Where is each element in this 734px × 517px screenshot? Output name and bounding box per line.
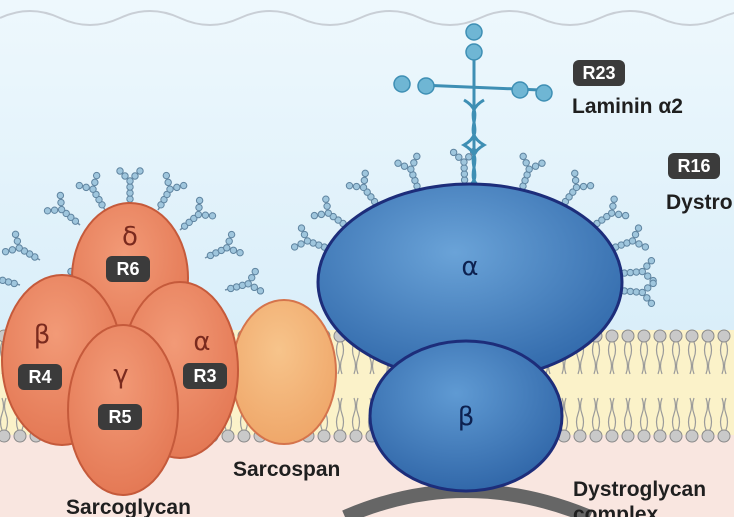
gamma-r5-badge: R5 [98,404,142,430]
sarcospan-protein [231,299,337,445]
alpha-symbol: α [193,327,211,357]
basement-membrane-wave [0,10,734,26]
dystroglycan-beta-symbol: β [457,402,475,432]
beta-symbol: β [33,320,51,350]
dystrophin-r16-badge: R16 [668,153,720,179]
laminin-globular-domains [393,23,553,102]
alpha-r3-badge: R3 [183,363,227,389]
dystroglycan-label-line1: Dystroglycan [573,478,707,501]
sarcoglycan-label: Sarcoglycan [66,496,191,517]
dystrophin-partial-label: Dystro [666,191,733,214]
dystroglycan-alpha-symbol: α [461,252,479,282]
laminin-label: Laminin α2 [572,95,683,118]
delta-r6-badge: R6 [106,256,150,282]
sarcospan-label: Sarcospan [233,458,341,481]
beta-r4-badge: R4 [18,364,62,390]
dystroglycan-label-line2: complex [573,503,659,517]
beta-dystroglycan [368,339,564,493]
gamma-symbol: γ [113,360,129,390]
laminin-r23-badge: R23 [573,60,625,86]
delta-symbol: δ [122,222,138,252]
